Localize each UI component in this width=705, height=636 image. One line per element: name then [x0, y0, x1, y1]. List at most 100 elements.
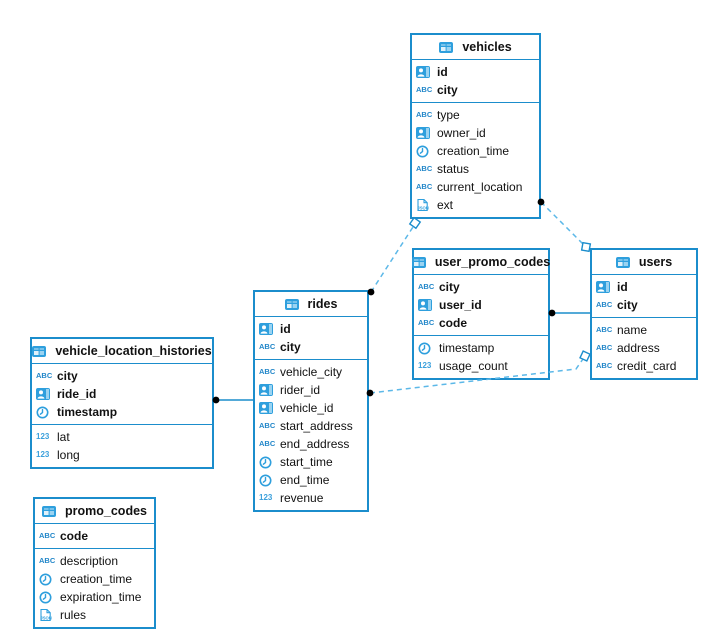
field-name: current_location — [437, 180, 523, 194]
number-icon: 123 — [259, 493, 273, 502]
uuid-icon — [259, 323, 277, 336]
svg-text:JSON: JSON — [417, 205, 428, 210]
field-name: code — [60, 529, 89, 543]
timestamp-icon — [416, 145, 434, 158]
table-header-users[interactable]: users — [592, 250, 696, 275]
field-row-user_id: user_id — [414, 296, 548, 314]
field-name: id — [617, 280, 628, 294]
field-name: ride_id — [57, 387, 97, 401]
field-row-code: ABC code — [35, 527, 154, 545]
field-row-vehicle_id: vehicle_id — [255, 399, 367, 417]
text-icon: ABC — [596, 343, 613, 352]
field-row-start_time: start_time — [255, 453, 367, 471]
text-icon: ABC — [418, 282, 435, 291]
table-header-user_promo_codes[interactable]: user_promo_codes — [411, 250, 550, 275]
field-name: creation_time — [60, 572, 133, 586]
table-icon — [615, 256, 634, 269]
key-fields-section: ABC city ride_id timestamp — [32, 364, 212, 425]
field-name: ext — [437, 198, 454, 212]
text-icon: ABC — [596, 325, 613, 334]
field-name: id — [437, 65, 448, 79]
timestamp-icon — [259, 456, 277, 469]
uuid-icon — [416, 66, 434, 79]
table-icon — [284, 298, 303, 311]
field-name: expiration_time — [60, 590, 142, 604]
text-icon: ABC — [596, 300, 613, 309]
field-name: usage_count — [439, 359, 508, 373]
uuid-icon — [596, 281, 614, 294]
field-row-usage_count: 123 usage_count — [414, 357, 548, 375]
field-name: revenue — [280, 491, 324, 505]
text-icon: ABC — [39, 531, 56, 540]
timestamp-icon — [39, 591, 57, 604]
field-row-start_address: ABC start_address — [255, 417, 367, 435]
field-name: start_address — [280, 419, 353, 433]
text-icon: ABC — [259, 342, 276, 351]
field-row-creation_time: creation_time — [35, 570, 154, 588]
number-icon: 123 — [36, 432, 50, 441]
table-name: promo_codes — [65, 504, 147, 518]
field-name: creation_time — [437, 144, 510, 158]
table-header-rides[interactable]: rides — [255, 292, 367, 317]
table-icon — [439, 41, 457, 54]
field-name: timestamp — [57, 405, 118, 419]
table-header-vehicles[interactable]: vehicles — [412, 35, 539, 60]
field-row-id: id — [592, 278, 696, 296]
field-name: user_id — [439, 298, 482, 312]
field-name: address — [617, 341, 660, 355]
field-name: city — [57, 369, 78, 383]
field-name: status — [437, 162, 470, 176]
field-row-ride_id: ride_id — [32, 385, 212, 403]
timestamp-icon — [39, 573, 57, 586]
field-name: city — [617, 298, 638, 312]
field-row-city: ABC city — [414, 278, 548, 296]
table-header-vehicle_location_histories[interactable]: vehicle_location_histories — [32, 339, 212, 364]
uuid-icon — [259, 384, 277, 397]
field-row-city: ABC city — [32, 367, 212, 385]
field-name: city — [439, 280, 460, 294]
text-icon: ABC — [259, 421, 276, 430]
timestamp-icon — [259, 474, 277, 487]
field-row-revenue: 123 revenue — [255, 489, 367, 507]
table-header-promo_codes[interactable]: promo_codes — [35, 499, 154, 524]
field-row-end_time: end_time — [255, 471, 367, 489]
text-icon: ABC — [259, 439, 276, 448]
field-name: lat — [57, 430, 70, 444]
uuid-icon — [36, 388, 54, 401]
connector-vehicles-to-users — [540, 201, 584, 245]
field-name: owner_id — [437, 126, 486, 140]
number-icon: 123 — [418, 361, 432, 370]
field-row-lat: 123 lat — [32, 428, 212, 446]
table-icon — [42, 505, 60, 518]
field-row-id: id — [412, 63, 539, 81]
connector-diamond-rides-to-vehicles — [408, 216, 422, 230]
text-icon: ABC — [36, 371, 53, 380]
text-icon: ABC — [416, 110, 433, 119]
field-row-address: ABC address — [592, 339, 696, 357]
text-icon: ABC — [259, 367, 276, 376]
